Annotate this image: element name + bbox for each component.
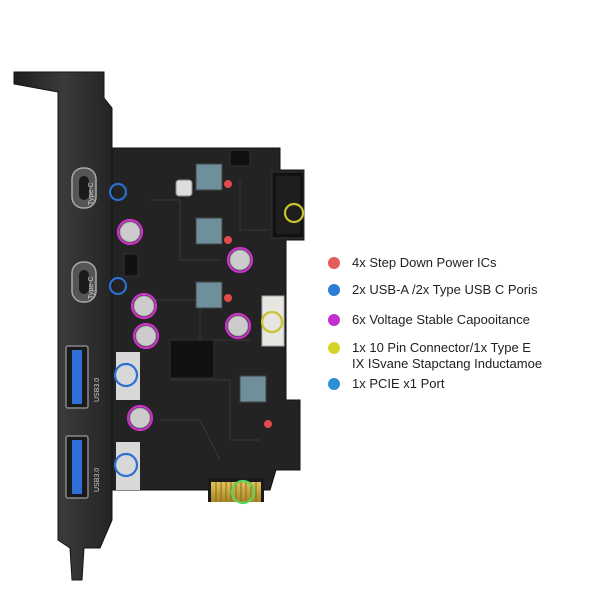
legend-item-capacitance: 6x Voltage Stable Capooitance [324, 312, 530, 328]
pcb-traces [150, 180, 270, 461]
blue-dot-icon [328, 284, 340, 296]
legend-text: 1x 10 Pin Connector/1x Type E [352, 340, 531, 355]
typec-port-1 [71, 167, 97, 209]
pcie-connector [208, 478, 264, 502]
usb-a-port-2 [65, 435, 89, 499]
capacitors [119, 221, 251, 429]
legend-item-usb: 2x USB-A /2x Type USB C Poris [324, 282, 537, 298]
legend-text: 1x PCIE x1 Port [352, 376, 445, 391]
usb-a-port-1 [65, 345, 89, 409]
inductors [175, 163, 267, 403]
legend-text: 4x Step Down Power ICs [352, 255, 497, 270]
legend-text-line2: IX ISvane Stapctang Inductamoe [352, 356, 543, 371]
legend-item-connector: 1x 10 Pin Connector/1x Type E IX ISvane … [324, 340, 542, 372]
yellow-dot-icon [328, 342, 340, 354]
usb3-label-1: USB3.0 [94, 378, 101, 402]
magenta-dot-icon [328, 314, 340, 326]
legend-text: 6x Voltage Stable Capooitance [352, 312, 530, 327]
blue-dot-icon [328, 378, 340, 390]
chips [123, 149, 251, 379]
typec-port-2 [71, 261, 97, 303]
power-connector [261, 295, 285, 347]
typec-label-2: Type-C [88, 276, 95, 299]
highlight-rings [108, 182, 305, 505]
typec-label-1: Type-C [88, 182, 95, 205]
legend-item-pcie: 1x PCIE x1 Port [324, 376, 444, 392]
circuit-board [111, 147, 305, 491]
metal-bracket [13, 71, 113, 581]
red-dot-icon [328, 257, 340, 269]
usb3-label-2: USB3.0 [94, 468, 101, 492]
small-components [224, 180, 272, 428]
legend-text: 2x USB-A /2x Type USB C Poris [352, 282, 538, 297]
legend-item-step-down: 4x Step Down Power ICs [324, 255, 497, 271]
